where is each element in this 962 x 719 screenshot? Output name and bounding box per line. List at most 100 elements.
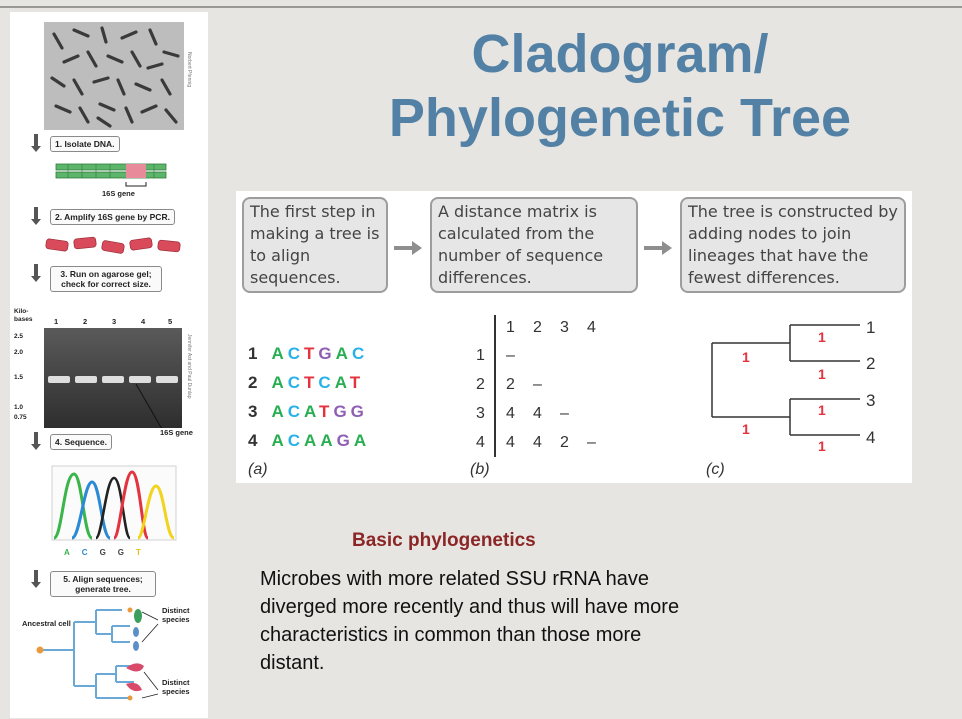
nucleotide: G <box>336 431 354 450</box>
nucleotide: T <box>304 373 319 392</box>
matrix-cell: 4 <box>506 434 515 451</box>
micrograph-credit: Norbert Pfennig <box>186 52 192 88</box>
tree-leaf-label: 3 <box>866 391 876 410</box>
nucleotide: C <box>287 431 305 450</box>
slide-title: Cladogram/ Phylogenetic Tree <box>330 22 910 150</box>
gel-tick-2-5: 2.5 <box>14 333 24 340</box>
gel-tick-1-5: 1.5 <box>14 374 24 381</box>
right-arrow-icon <box>394 241 422 255</box>
matrix-cell: – <box>587 434 596 451</box>
gel-tick-0-75: 0.75 <box>14 414 27 421</box>
chromatogram-bases: ACGGT <box>64 548 153 557</box>
ancestral-cell-label: Ancestral cell <box>22 619 71 628</box>
step-3-label: 3. Run on agarose gel; check for correct… <box>50 266 162 292</box>
sequence-number: 1 <box>248 344 258 363</box>
sequence-number: 4 <box>248 431 258 450</box>
branch-length-label: 1 <box>818 329 826 345</box>
branch-length-label: 1 <box>742 421 750 437</box>
distinct-species-label-2: Distinct species <box>162 678 190 696</box>
tree-leaf-label: 1 <box>866 318 876 337</box>
matrix-header: 2 <box>533 319 542 336</box>
panel-label-b: (b) <box>470 461 490 478</box>
nucleotide: G <box>350 402 368 421</box>
nucleotide: A <box>320 431 337 450</box>
matrix-cell: 4 <box>533 434 542 451</box>
top-divider <box>0 6 962 8</box>
matrix-divider <box>494 315 496 457</box>
branch-length-label: 1 <box>742 349 750 365</box>
title-line-2: Phylogenetic Tree <box>388 88 852 148</box>
panel-label-a: (a) <box>248 461 268 478</box>
pcr-copies <box>45 236 181 254</box>
dna-strand <box>55 163 167 187</box>
body-text: Microbes with more related SSU rRNA have… <box>260 568 680 674</box>
matrix-cell: – <box>560 405 569 422</box>
nucleotide: G <box>318 344 336 363</box>
nucleotide: T <box>319 402 334 421</box>
step-4-label: 4. Sequence. <box>50 434 112 450</box>
nucleotide: C <box>287 402 305 421</box>
nucleotide: C <box>287 344 305 363</box>
caption-matrix: A distance matrix is calculated from the… <box>430 197 638 293</box>
matrix-row-label: 3 <box>476 405 485 422</box>
gel-lane-4: 4 <box>141 317 146 326</box>
matrix-cell: 4 <box>533 405 542 422</box>
nucleotide: A <box>271 402 288 421</box>
nucleotide: A <box>304 431 321 450</box>
nucleotide: A <box>271 431 288 450</box>
gel-credit: Jennifer Ast and Paul Dunlap <box>186 334 192 399</box>
step-5-label: 5. Align sequences; generate tree. <box>50 571 156 597</box>
nucleotide: T <box>349 373 365 392</box>
nucleotide: G <box>333 402 351 421</box>
bacteria-micrograph <box>44 22 184 130</box>
matrix-cell: 4 <box>506 405 515 422</box>
matrix-row-label: 4 <box>476 434 485 451</box>
workflow-panel: Norbert Pfennig 1. Isolate DNA. 16S gene… <box>10 12 208 718</box>
distinct-species-label-1: Distinct species <box>162 606 190 624</box>
branch-length-label: 1 <box>818 366 826 382</box>
tree-leaf-label: 2 <box>866 354 876 373</box>
agarose-gel <box>44 328 182 428</box>
sequence-number: 3 <box>248 402 258 421</box>
step-2-label: 2. Amplify 16S gene by PCR. <box>50 209 175 225</box>
matrix-header: 4 <box>587 319 596 336</box>
nucleotide: C <box>287 373 305 392</box>
matrix-header: 1 <box>506 319 515 336</box>
nucleotide: T <box>304 344 319 363</box>
title-line-1: Cladogram/ <box>471 24 769 84</box>
nucleotide: A <box>335 344 352 363</box>
matrix-cell: 2 <box>560 434 569 451</box>
branch-length-label: 1 <box>818 402 826 418</box>
tree-leaf-label: 4 <box>866 428 876 447</box>
branch-length-label: 1 <box>818 438 826 454</box>
caption-tree: The tree is constructed by adding nodes … <box>680 197 906 293</box>
nucleotide: A <box>304 402 320 421</box>
gel-lane-2: 2 <box>83 317 88 326</box>
caption-align: The first step in making a tree is to al… <box>242 197 388 293</box>
section-subtitle: Basic phylogenetics <box>352 530 536 551</box>
gel-y-label: Kilo-bases <box>14 308 33 323</box>
step-1-label: 1. Isolate DNA. <box>50 136 120 152</box>
gel-lane-5: 5 <box>168 317 173 326</box>
matrix-header: 3 <box>560 319 569 336</box>
gel-lane-3: 3 <box>112 317 117 326</box>
sequence-number: 2 <box>248 373 258 392</box>
gene-label: 16S gene <box>102 189 135 198</box>
gel-lane-1: 1 <box>54 317 59 326</box>
right-arrow-icon <box>644 241 672 255</box>
phylogeny-figure: The first step in making a tree is to al… <box>236 191 912 483</box>
panel-label-c: (c) <box>706 461 725 478</box>
mini-phylogenetic-tree <box>36 607 159 701</box>
matrix-row-label: 2 <box>476 376 485 393</box>
nucleotide: A <box>334 373 350 392</box>
matrix-cell: – <box>533 376 542 393</box>
phylogenetic-tree <box>711 324 860 436</box>
nucleotide: A <box>353 431 371 450</box>
sequence-chromatogram <box>51 465 177 541</box>
